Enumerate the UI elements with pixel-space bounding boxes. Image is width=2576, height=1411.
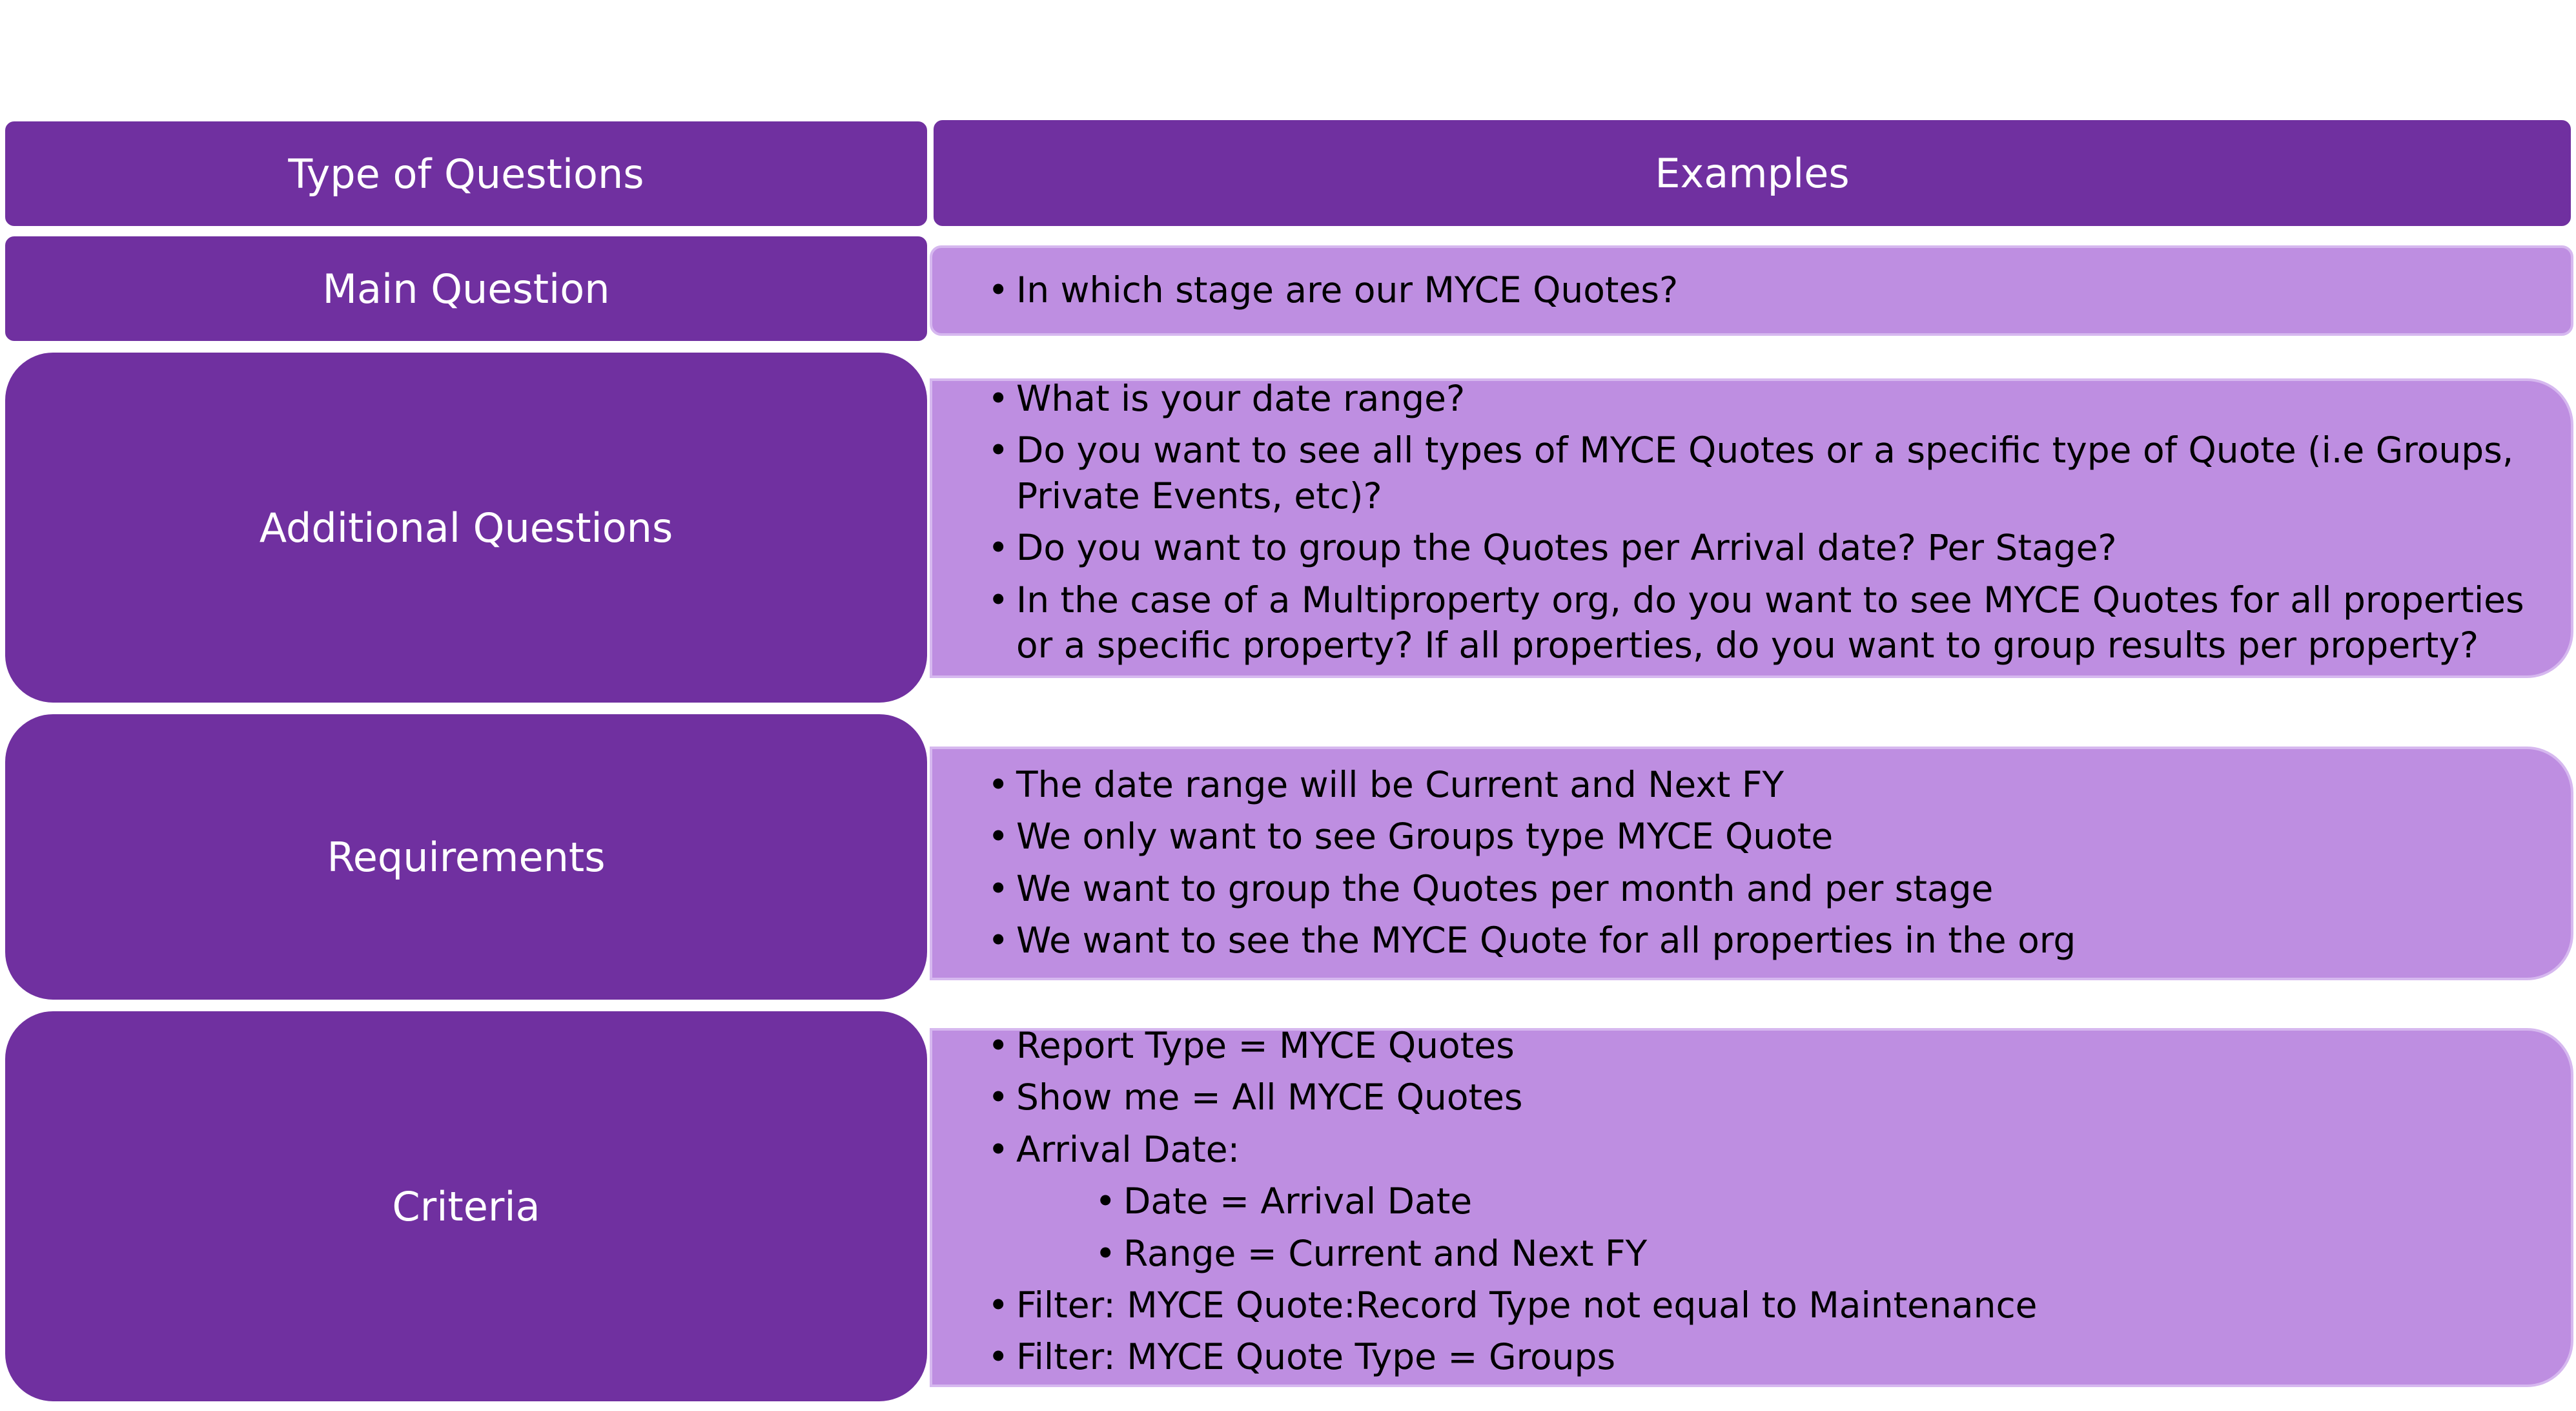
main-question-label: Main Question [322, 265, 610, 313]
list-item: We want to see the MYCE Quote for all pr… [932, 918, 2571, 963]
list-item: Do you want to see all types of MYCE Quo… [932, 427, 2571, 519]
list-item: Show me = All MYCE Quotes [932, 1075, 2571, 1120]
list-item: Do you want to group the Quotes per Arri… [932, 525, 2571, 571]
list-subitem: Range = Current and Next FY [932, 1231, 2571, 1277]
list-item: We want to group the Quotes per month an… [932, 866, 2571, 912]
row-additional-questions-examples: What is your date range? Do you want to … [930, 376, 2573, 678]
requirements-label: Requirements [327, 833, 606, 881]
list-item: In the case of a Multiproperty org, do y… [932, 577, 2571, 668]
list-item: Report Type = MYCE Quotes [932, 1023, 2571, 1069]
additional-questions-list: What is your date range? Do you want to … [932, 376, 2571, 668]
list-item: In which stage are our MYCE Quotes? [932, 267, 2571, 313]
row-additional-questions-label: Additional Questions [3, 350, 930, 705]
row-main-question-label: Main Question [3, 234, 930, 344]
row-requirements-examples: The date range will be Current and Next … [930, 747, 2573, 980]
row-criteria-label: Criteria [3, 1009, 930, 1404]
list-subitem: Date = Arrival Date [932, 1179, 2571, 1224]
list-item: Arrival Date: [932, 1127, 2571, 1173]
list-item: Filter: MYCE Quote Type = Groups [932, 1334, 2571, 1380]
list-item: The date range will be Current and Next … [932, 762, 2571, 808]
header-examples: Examples [931, 118, 2573, 229]
main-question-list: In which stage are our MYCE Quotes? [932, 267, 2571, 313]
list-item: What is your date range? [932, 376, 2571, 422]
list-item: We only want to see Groups type MYCE Quo… [932, 814, 2571, 860]
header-examples-label: Examples [1655, 149, 1850, 197]
row-main-question-examples: In which stage are our MYCE Quotes? [930, 245, 2573, 336]
header-type-of-questions: Type of Questions [3, 119, 930, 229]
header-type-label: Type of Questions [288, 150, 644, 198]
requirements-list: The date range will be Current and Next … [932, 762, 2571, 963]
criteria-list: Report Type = MYCE Quotes Show me = All … [932, 1023, 2571, 1380]
row-requirements-label: Requirements [3, 712, 930, 1002]
list-item: Filter: MYCE Quote:Record Type not equal… [932, 1282, 2571, 1328]
additional-questions-label: Additional Questions [259, 504, 673, 551]
criteria-label: Criteria [392, 1182, 540, 1230]
row-criteria-examples: Report Type = MYCE Quotes Show me = All … [930, 1023, 2573, 1387]
